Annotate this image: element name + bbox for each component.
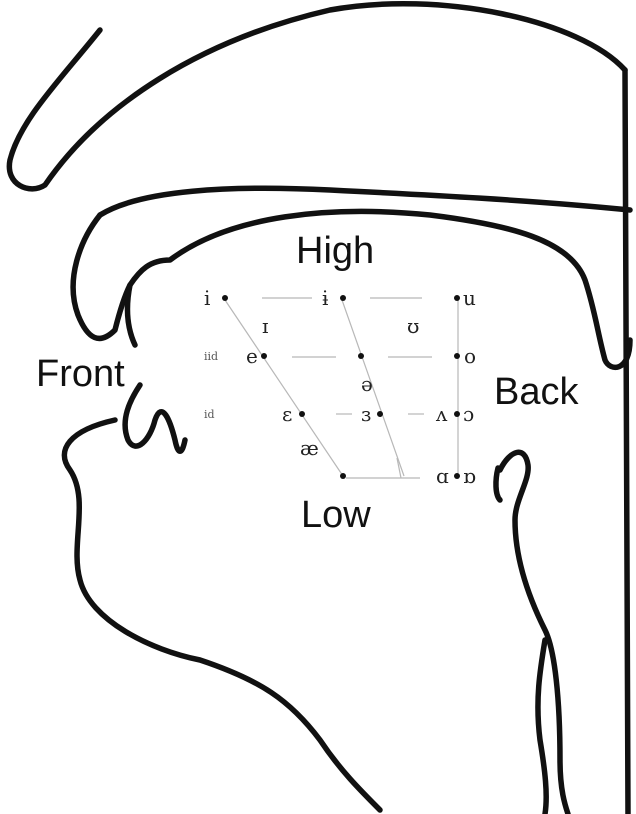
- vowel-barred-i: ɨ: [322, 286, 328, 310]
- label-front: Front: [36, 353, 125, 395]
- dot-epsilon: [299, 411, 305, 417]
- vowel-epsilon: ɛ: [282, 402, 292, 426]
- vowel-rev-epsilon: ɜ: [361, 402, 371, 426]
- vowel-script-a: ɑ: [436, 464, 449, 488]
- dot-barred-i: [340, 295, 346, 301]
- chin-jaw: [64, 420, 380, 810]
- dot-rev-epsilon: [377, 411, 383, 417]
- dot-e: [261, 353, 267, 359]
- vowel-u: u: [463, 286, 476, 310]
- dot-script-a: [454, 473, 460, 479]
- vowel-upsilon: ʊ: [407, 314, 419, 338]
- dot-i: [222, 295, 228, 301]
- uvula: [496, 468, 500, 500]
- vowel-open-o: ɔ: [463, 402, 474, 426]
- back-of-head: [625, 70, 628, 814]
- vowel-e: e: [246, 344, 258, 368]
- vowel-dots: [222, 295, 460, 479]
- vowel-i: i: [204, 286, 210, 310]
- vowel-o: o: [464, 344, 476, 368]
- vowel-grid: [225, 298, 458, 478]
- dot-wedge-open-o: [454, 411, 460, 417]
- vowel-schwa: ə: [361, 372, 373, 396]
- label-high: High: [296, 230, 374, 272]
- fragment-mid-left-2: id: [204, 408, 215, 421]
- epiglottis: [538, 640, 546, 814]
- dot-ash: [340, 473, 346, 479]
- label-back: Back: [494, 371, 579, 413]
- vowel-wedge: ʌ: [435, 402, 448, 426]
- vowel-small-cap-i: ɪ: [262, 314, 268, 338]
- lower-lip: [125, 385, 185, 451]
- dot-central-mid: [358, 353, 364, 359]
- fragment-mid-left-1: iid: [204, 350, 218, 363]
- skull-outline: [9, 4, 625, 189]
- vowel-ash: æ: [300, 436, 319, 460]
- pharynx-wall: [500, 452, 568, 814]
- grid-front-diagonal: [225, 300, 343, 476]
- grid-central-diagonal: [342, 300, 404, 476]
- dot-o: [454, 353, 460, 359]
- vowel-symbols: i ɨ u ɪ ʊ e o ə ɛ ɜ ʌ ɔ æ ɑ ɒ iid id: [204, 286, 476, 488]
- dot-u: [454, 295, 460, 301]
- vowel-turned-script-a: ɒ: [463, 464, 476, 488]
- label-low: Low: [301, 494, 371, 536]
- upper-lip: [128, 285, 135, 345]
